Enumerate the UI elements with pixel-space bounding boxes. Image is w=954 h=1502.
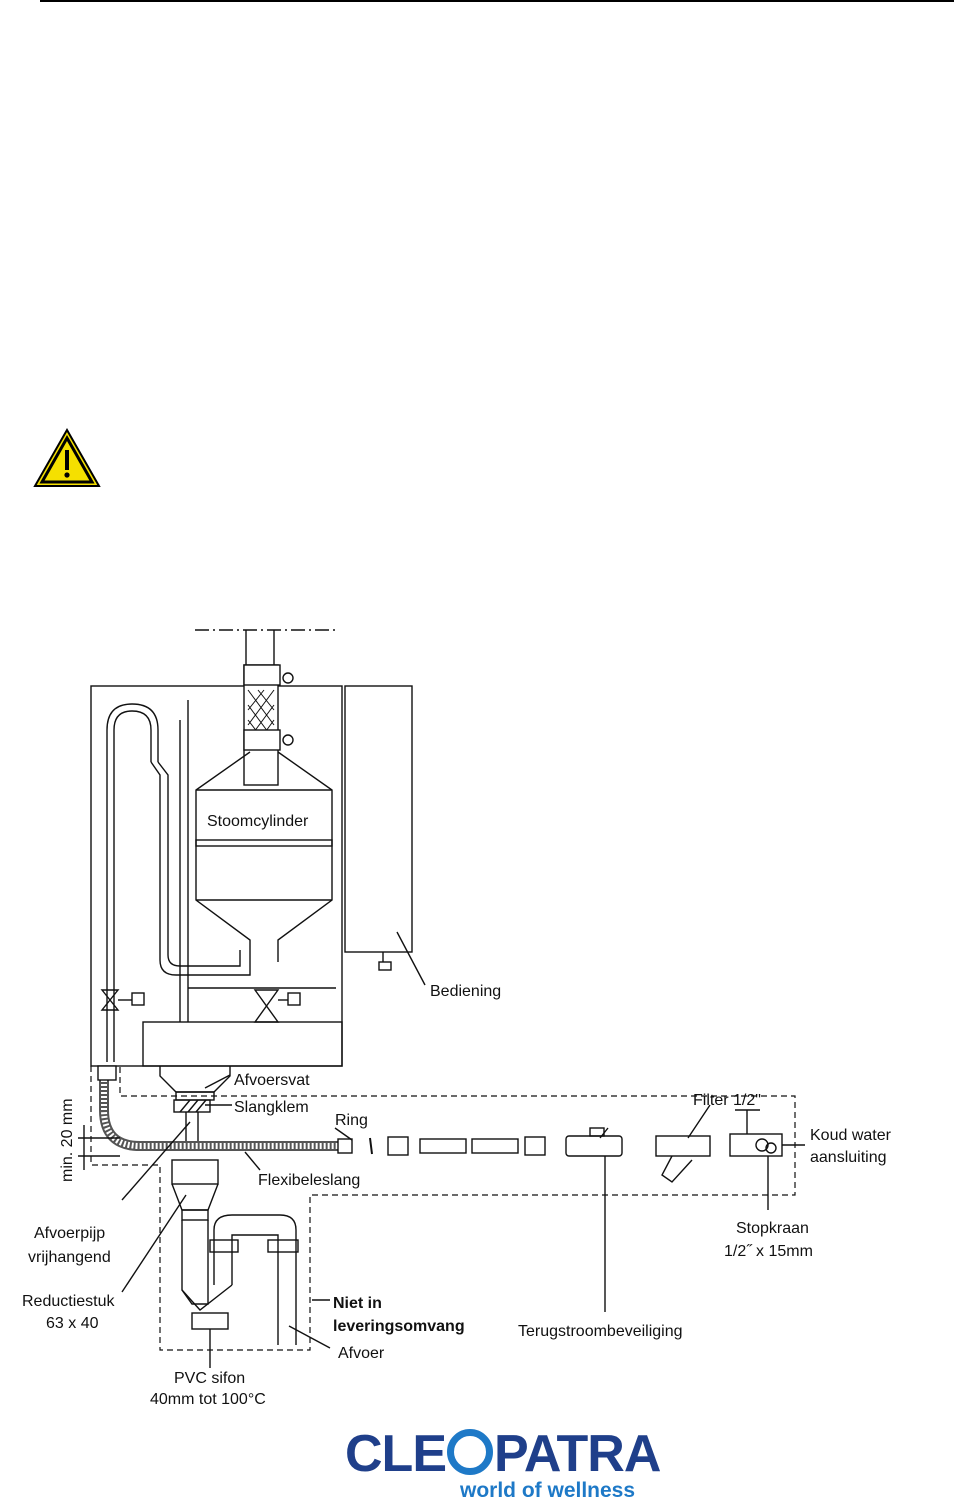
label-pvc-sifon-1: PVC sifon	[174, 1370, 245, 1387]
label-reductiestuk-1: Reductiestuk	[22, 1293, 115, 1310]
logo-text-left: CLE	[345, 1425, 447, 1483]
label-flexibeleslang: Flexibeleslang	[258, 1172, 360, 1189]
label-koud-water-2: aansluiting	[810, 1149, 887, 1166]
page-top-rule	[40, 0, 954, 2]
label-niet-in-1: Niet in	[333, 1295, 382, 1312]
warning-triangle-icon	[33, 428, 101, 487]
label-slangklem: Slangklem	[234, 1099, 309, 1116]
logo-o-ring	[447, 1429, 493, 1475]
label-stoomcylinder: Stoomcylinder	[207, 813, 309, 830]
label-ring: Ring	[335, 1112, 368, 1129]
label-afvoerpijp-2: vrijhangend	[28, 1249, 111, 1266]
label-pvc-sifon-2: 40mm tot 100°C	[150, 1391, 266, 1408]
logo-text-right: PATRA	[494, 1425, 661, 1483]
label-bediening: Bediening	[430, 983, 501, 1000]
steam-generator-installation-diagram: Stoomcylinder Bediening Afvoersvat Slang…	[22, 629, 892, 1408]
cleopatra-logo: CLE PATRA	[345, 1425, 661, 1483]
label-reductiestuk-2: 63 x 40	[46, 1315, 99, 1332]
label-niet-in-2: leveringsomvang	[333, 1318, 465, 1335]
label-koud-water-1: Koud water	[810, 1127, 892, 1144]
label-filter: Filter 1/2"	[693, 1092, 761, 1109]
label-stopkraan-2: 1/2˝ x 15mm	[724, 1243, 813, 1260]
label-terugstroombeveiliging: Terugstroombeveiliging	[518, 1323, 683, 1340]
label-min-20mm: min. 20 mm	[59, 1098, 76, 1182]
logo-tagline: world of wellness	[460, 1479, 636, 1502]
label-stopkraan-1: Stopkraan	[736, 1220, 809, 1237]
diagram-labels: Stoomcylinder Bediening Afvoersvat Slang…	[22, 813, 892, 1408]
label-afvoersvat: Afvoersvat	[234, 1072, 310, 1089]
label-afvoerpijp-1: Afvoerpijp	[34, 1225, 105, 1242]
label-afvoer: Afvoer	[338, 1345, 385, 1362]
